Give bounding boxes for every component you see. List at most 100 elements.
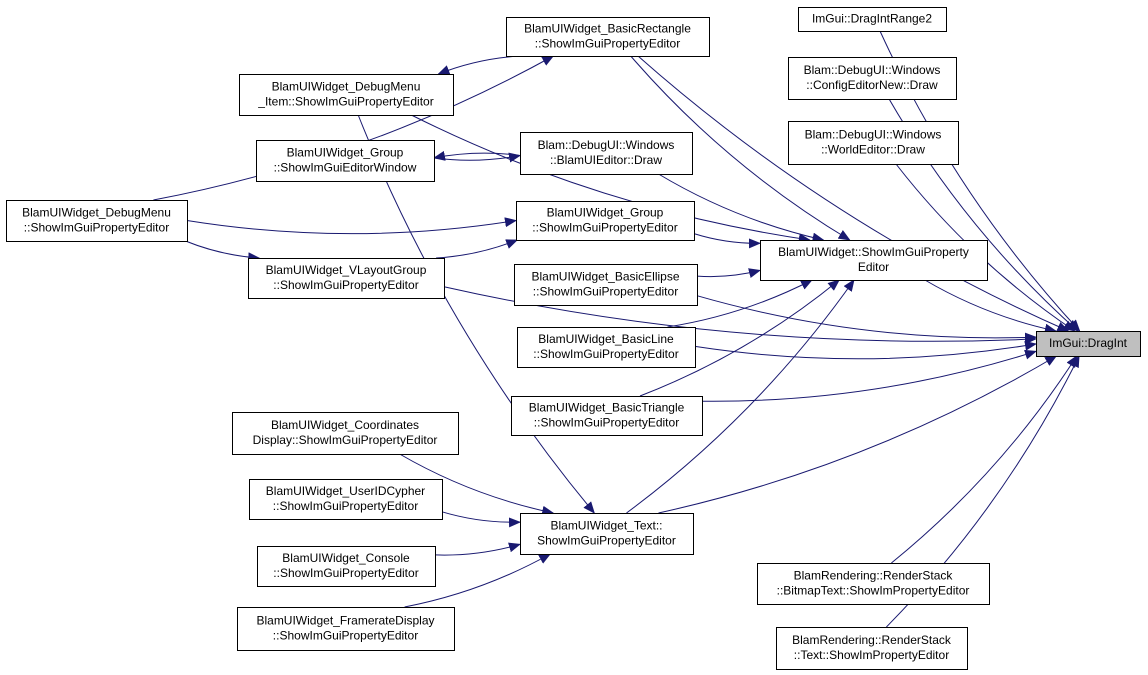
node-label-line: ShowImGuiPropertyEditor (537, 534, 676, 548)
node-label-line: ::ShowImGuiPropertyEditor (273, 499, 418, 513)
node-group-window[interactable]: BlamUIWidget_Group::ShowImGuiEditorWindo… (256, 140, 435, 182)
node-dragintrange2[interactable]: ImGui::DragIntRange2 (798, 7, 947, 32)
node-box (520, 132, 693, 175)
node-coords[interactable]: BlamUIWidget_CoordinatesDisplay::ShowImG… (232, 412, 459, 455)
node-text[interactable]: BlamUIWidget_Text::ShowImGuiPropertyEdit… (520, 513, 694, 555)
node-label-line: ::ShowImGuiPropertyEditor (273, 629, 418, 643)
node-label-line: Editor (858, 260, 889, 274)
nodes-layer: BlamUIWidget_BasicRectangle::ShowImGuiPr… (6, 7, 1141, 670)
node-label-line: ::ShowImGuiPropertyEditor (533, 285, 678, 299)
node-label-line: Blam::DebugUI::Windows (805, 128, 942, 142)
node-label-line: BlamUIWidget_Coordinates (271, 418, 419, 432)
edge-debugmenu_item-to-widget (411, 114, 811, 244)
node-label-line: BlamUIWidget_Group (287, 146, 404, 160)
node-box (511, 396, 703, 436)
node-box (760, 240, 988, 281)
node-box (232, 412, 459, 455)
node-box (776, 627, 968, 670)
node-label-line: BlamUIWidget_VLayoutGroup (266, 263, 427, 277)
edge-basic_triangle-to-widget (639, 279, 840, 397)
edge-basic_line-to-dragint (694, 340, 1037, 360)
node-label-line: BlamRendering::RenderStack (794, 569, 954, 583)
edge-userid-to-text (441, 511, 521, 528)
edge-debugmenu-to-vlayout (185, 240, 261, 263)
node-dragint[interactable]: ImGui::DragInt (1036, 331, 1141, 357)
node-rs-text[interactable]: BlamRendering::RenderStack::Text::ShowIm… (776, 627, 968, 670)
node-label-line: ::ShowImGuiPropertyEditor (273, 278, 418, 292)
edge-basic_rectangle-to-dragint (637, 55, 1070, 332)
edge-framerate-to-text (404, 553, 552, 608)
node-box (506, 17, 710, 57)
node-label-line: BlamUIWidget_BasicEllipse (531, 270, 679, 284)
edge-widget-to-dragint (924, 279, 1057, 334)
node-vlayout[interactable]: BlamUIWidget_VLayoutGroup::ShowImGuiProp… (248, 258, 445, 299)
node-label-line: ::ConfigEditorNew::Draw (806, 78, 938, 92)
node-box (514, 264, 698, 306)
node-label-line: BlamUIWidget_BasicTriangle (529, 401, 685, 415)
node-box (256, 140, 435, 182)
node-console[interactable]: BlamUIWidget_Console::ShowImGuiPropertyE… (257, 546, 436, 587)
node-box (248, 258, 445, 299)
node-label-line: ::BitmapText::ShowImPropertyEditor (777, 584, 970, 598)
node-basic-ellipse[interactable]: BlamUIWidget_BasicEllipse::ShowImGuiProp… (514, 264, 698, 306)
node-box (798, 7, 947, 32)
node-label-line: BlamUIWidget_Console (282, 551, 410, 565)
node-config-editor[interactable]: Blam::DebugUI::Windows::ConfigEditorNew:… (788, 57, 957, 100)
node-box (249, 479, 443, 520)
node-label-line: ::ShowImGuiPropertyEditor (535, 37, 680, 51)
node-label-line: ::ShowImGuiPropertyEditor (534, 416, 679, 430)
node-box (520, 513, 694, 555)
node-label-line: Display::ShowImGuiPropertyEditor (253, 433, 438, 447)
edge-basic_rectangle-to-widget (630, 55, 851, 241)
node-box (1036, 331, 1141, 357)
edge-text-to-dragint (658, 355, 1058, 514)
edge-vlayout-to-group (436, 239, 519, 259)
node-label-line: ImGui::DragIntRange2 (812, 12, 932, 26)
edge-group-to-widget (693, 233, 761, 249)
node-box (516, 201, 695, 241)
node-debugmenu[interactable]: BlamUIWidget_DebugMenu::ShowImGuiPropert… (6, 200, 188, 242)
node-box (788, 57, 957, 100)
node-label-line: ::ShowImGuiEditorWindow (274, 161, 417, 175)
node-group[interactable]: BlamUIWidget_Group::ShowImGuiPropertyEdi… (516, 201, 695, 241)
node-label-line: BlamUIWidget_Text:: (550, 519, 662, 533)
edge-basic_ellipse-to-dragint (696, 295, 1037, 343)
node-label-line: ::WorldEditor::Draw (821, 143, 925, 157)
node-widget[interactable]: BlamUIWidget::ShowImGuiPropertyEditor (760, 240, 988, 281)
node-box (788, 121, 959, 165)
node-bitmap-text[interactable]: BlamRendering::RenderStack::BitmapText::… (757, 563, 990, 605)
node-box (257, 546, 436, 587)
node-label-line: Blam::DebugUI::Windows (804, 63, 941, 77)
node-label-line: BlamUIWidget_BasicRectangle (524, 22, 691, 36)
node-label-line: BlamUIWidget::ShowImGuiProperty (778, 245, 969, 259)
edge-basic_line-to-widget (667, 279, 813, 328)
node-label-line: ::ShowImGuiPropertyEditor (273, 566, 418, 580)
node-label-line: BlamUIWidget_FramerateDisplay (256, 614, 434, 628)
node-uieditor-draw[interactable]: Blam::DebugUI::Windows::BlamUIEditor::Dr… (520, 132, 693, 175)
edge-uieditor_draw-to-widget (658, 173, 825, 243)
node-box (239, 74, 454, 116)
node-basic-rectangle[interactable]: BlamUIWidget_BasicRectangle::ShowImGuiPr… (506, 17, 710, 57)
node-label-line: ::BlamUIEditor::Draw (550, 153, 662, 167)
edge-bitmap_text-to-dragint (891, 355, 1078, 564)
node-label-line: BlamRendering::RenderStack (792, 633, 952, 647)
edge-basic_ellipse-to-widget (696, 268, 761, 278)
node-box (757, 563, 990, 605)
node-label-line: ::ShowImGuiPropertyEditor (532, 221, 677, 235)
edge-coords-to-text (399, 453, 555, 516)
node-basic-line[interactable]: BlamUIWidget_BasicLine::ShowImGuiPropert… (517, 327, 696, 368)
node-userid[interactable]: BlamUIWidget_UserIDCypher::ShowImGuiProp… (249, 479, 443, 520)
node-basic-triangle[interactable]: BlamUIWidget_BasicTriangle::ShowImGuiPro… (511, 396, 703, 436)
node-label-line: ::Text::ShowImPropertyEditor (794, 648, 949, 662)
node-label-line: ImGui::DragInt (1049, 336, 1128, 350)
node-debugmenu-item[interactable]: BlamUIWidget_DebugMenu_Item::ShowImGuiPr… (239, 74, 454, 116)
node-world-editor[interactable]: Blam::DebugUI::Windows::WorldEditor::Dra… (788, 121, 959, 165)
node-box (6, 200, 188, 242)
node-label-line: BlamUIWidget_DebugMenu (272, 80, 421, 94)
edge-text-to-widget (626, 279, 855, 514)
node-framerate[interactable]: BlamUIWidget_FramerateDisplay::ShowImGui… (237, 607, 455, 651)
node-label-line: BlamUIWidget_UserIDCypher (266, 484, 425, 498)
edge-basic_triangle-to-dragint (701, 349, 1037, 402)
node-label-line: BlamUIWidget_Group (547, 206, 664, 220)
